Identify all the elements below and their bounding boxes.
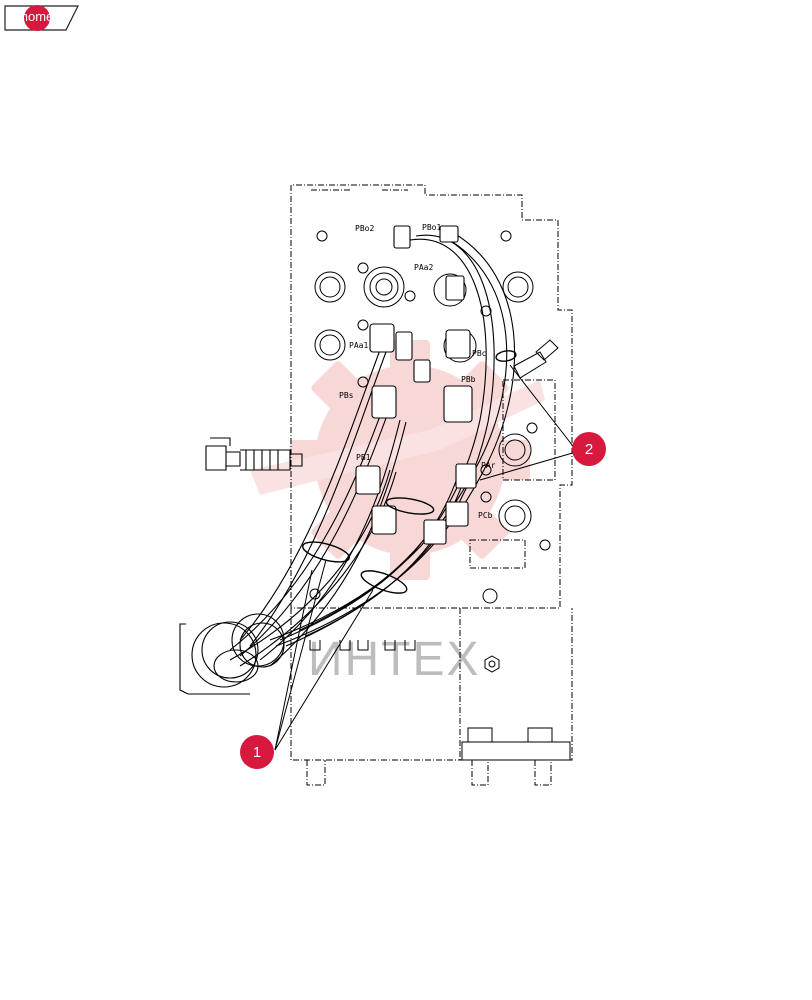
port-labels: PBo2 PBo1 PAa2 PAa1 PBc PBs PBb PB1 PAr … [339,223,496,520]
hose-fittings [355,225,477,545]
callout-1-label: 1 [253,744,261,761]
port-label-pbo1: PBo1 [422,223,441,232]
valve-body-outline [290,184,573,786]
port-label-par: PAr [481,461,496,470]
pressure-sensor [513,339,559,379]
watermark-text: ИНТЕХ [308,633,481,686]
port-label-pcb: PCb [478,511,493,520]
watermark-logo [250,340,545,580]
hydraulic-hoses [229,231,516,667]
port-label-paa1: PAa1 [349,341,368,350]
callout-leaders [274,364,577,751]
home-label: home [20,9,54,24]
home-tab-frame [4,5,79,31]
port-label-pbb: PBb [461,375,476,384]
manifold-block [309,640,571,761]
callout-2-label: 2 [585,441,593,458]
port-label-pbs: PBs [339,391,354,400]
port-fittings [309,230,551,604]
side-connector [205,437,303,471]
hose-loop-bundle [179,613,285,695]
callout-1[interactable]: 1 [240,735,274,769]
port-label-pbc: PBc [472,349,487,358]
callout-2[interactable]: 2 [572,432,606,466]
home-button[interactable]: home [4,4,79,31]
port-label-pb1: PB1 [356,453,371,462]
hose-clamps [302,350,517,594]
port-label-pbo2: PBo2 [355,224,374,233]
port-label-paa2: PAa2 [414,263,433,272]
